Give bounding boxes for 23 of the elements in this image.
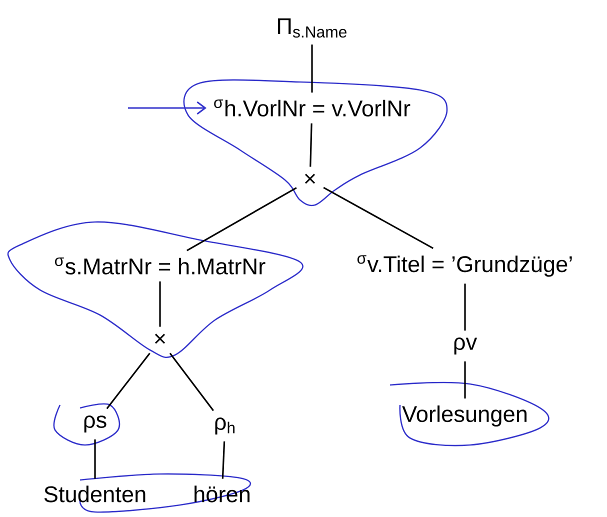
operator-label: $^{σ}$v.Titel = ’Grundzüge’ xyxy=(357,255,572,277)
operator-label: ρ$_{h}$ xyxy=(215,418,234,434)
arrow xyxy=(128,101,207,115)
operator-label: $^{σ}$h.VorlNr = v.VorlNr xyxy=(214,100,410,116)
tree-line xyxy=(106,352,150,410)
operator-label: ρv xyxy=(454,338,478,354)
tree-line xyxy=(169,352,214,412)
tree-line xyxy=(310,123,312,167)
operator-label: ρs xyxy=(84,416,106,432)
tree-line xyxy=(186,187,297,252)
operator-label: × xyxy=(304,174,316,184)
tree-line xyxy=(94,439,96,479)
tree-line xyxy=(222,441,226,479)
tree-line xyxy=(311,44,313,93)
tree-line xyxy=(159,281,161,327)
operator-label: Studenten xyxy=(44,486,146,502)
operator-label: $^{σ}$s.MatrNr = h.MatrNr xyxy=(55,258,266,274)
tree-line xyxy=(464,284,466,331)
operator-label: × xyxy=(154,334,166,344)
tree-line xyxy=(323,186,434,250)
operator-label: Vorlesungen xyxy=(402,405,526,427)
tree-line xyxy=(464,361,466,398)
operator-label: Π$_{s.Name}$ xyxy=(278,18,346,38)
